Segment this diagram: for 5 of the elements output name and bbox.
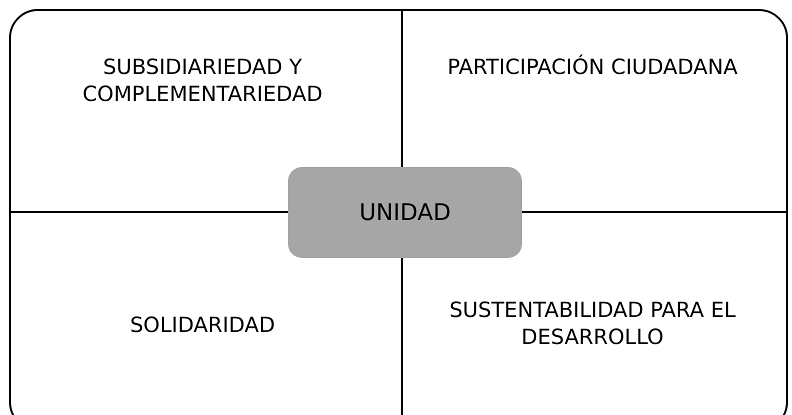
quadrant-label: SUBSIDIARIEDAD Y COMPLEMENTARIEDAD <box>82 54 324 108</box>
center-box: UNIDAD <box>288 167 522 258</box>
quadrant-label: SUSTENTABILIDAD PARA EL DESARROLLO <box>448 297 737 352</box>
quadrant-label: SOLIDARIDAD <box>128 312 276 339</box>
quadrant-label: PARTICIPACIÓN CIUDADANA <box>446 54 739 81</box>
